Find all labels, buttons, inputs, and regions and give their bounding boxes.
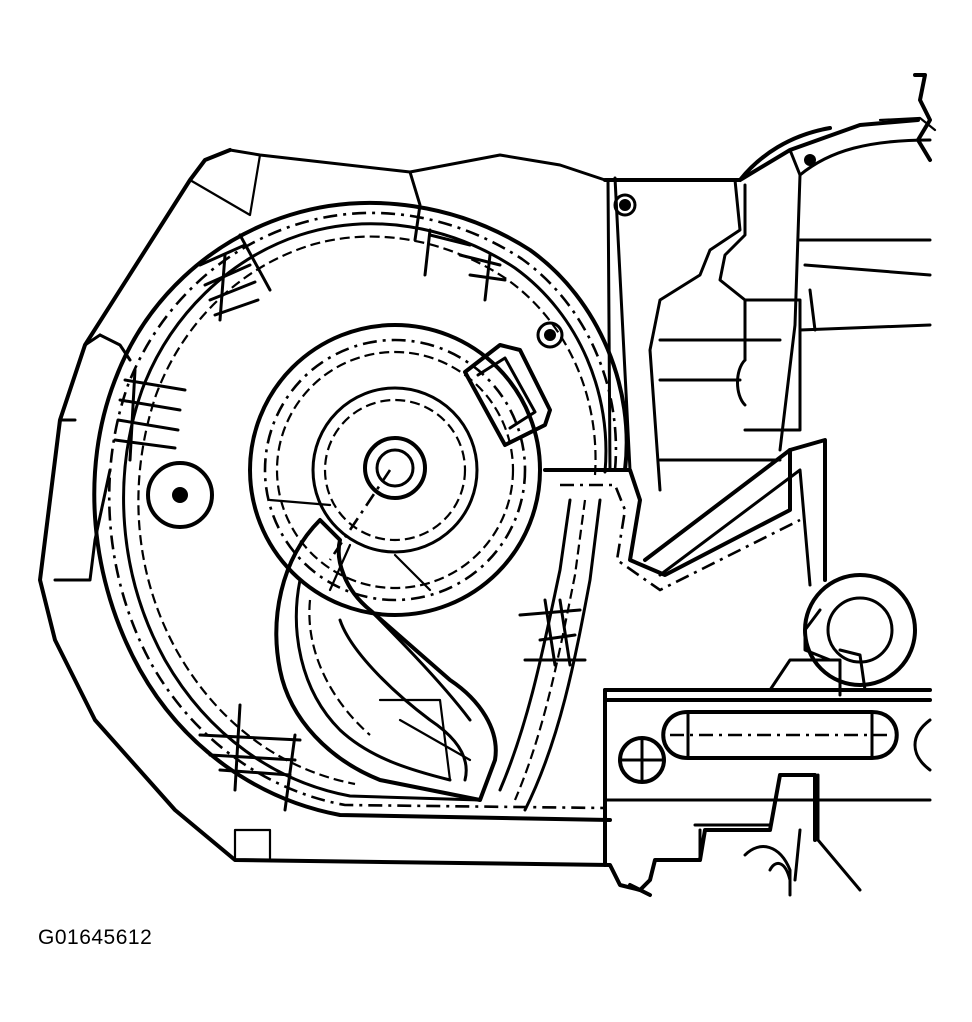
outer-housing [38,148,817,892]
figure-id-label: G01645612 [38,926,153,949]
motor-flange-tab [463,343,552,447]
duct-hose [274,469,498,802]
scroll-clips [113,228,587,812]
upper-right-housing [603,73,937,492]
fastener-bosses [146,154,816,529]
blower-wheel [248,323,542,617]
lower-right-linkage [603,573,932,897]
right-bracket [643,438,827,587]
scroll-shell [92,201,629,822]
